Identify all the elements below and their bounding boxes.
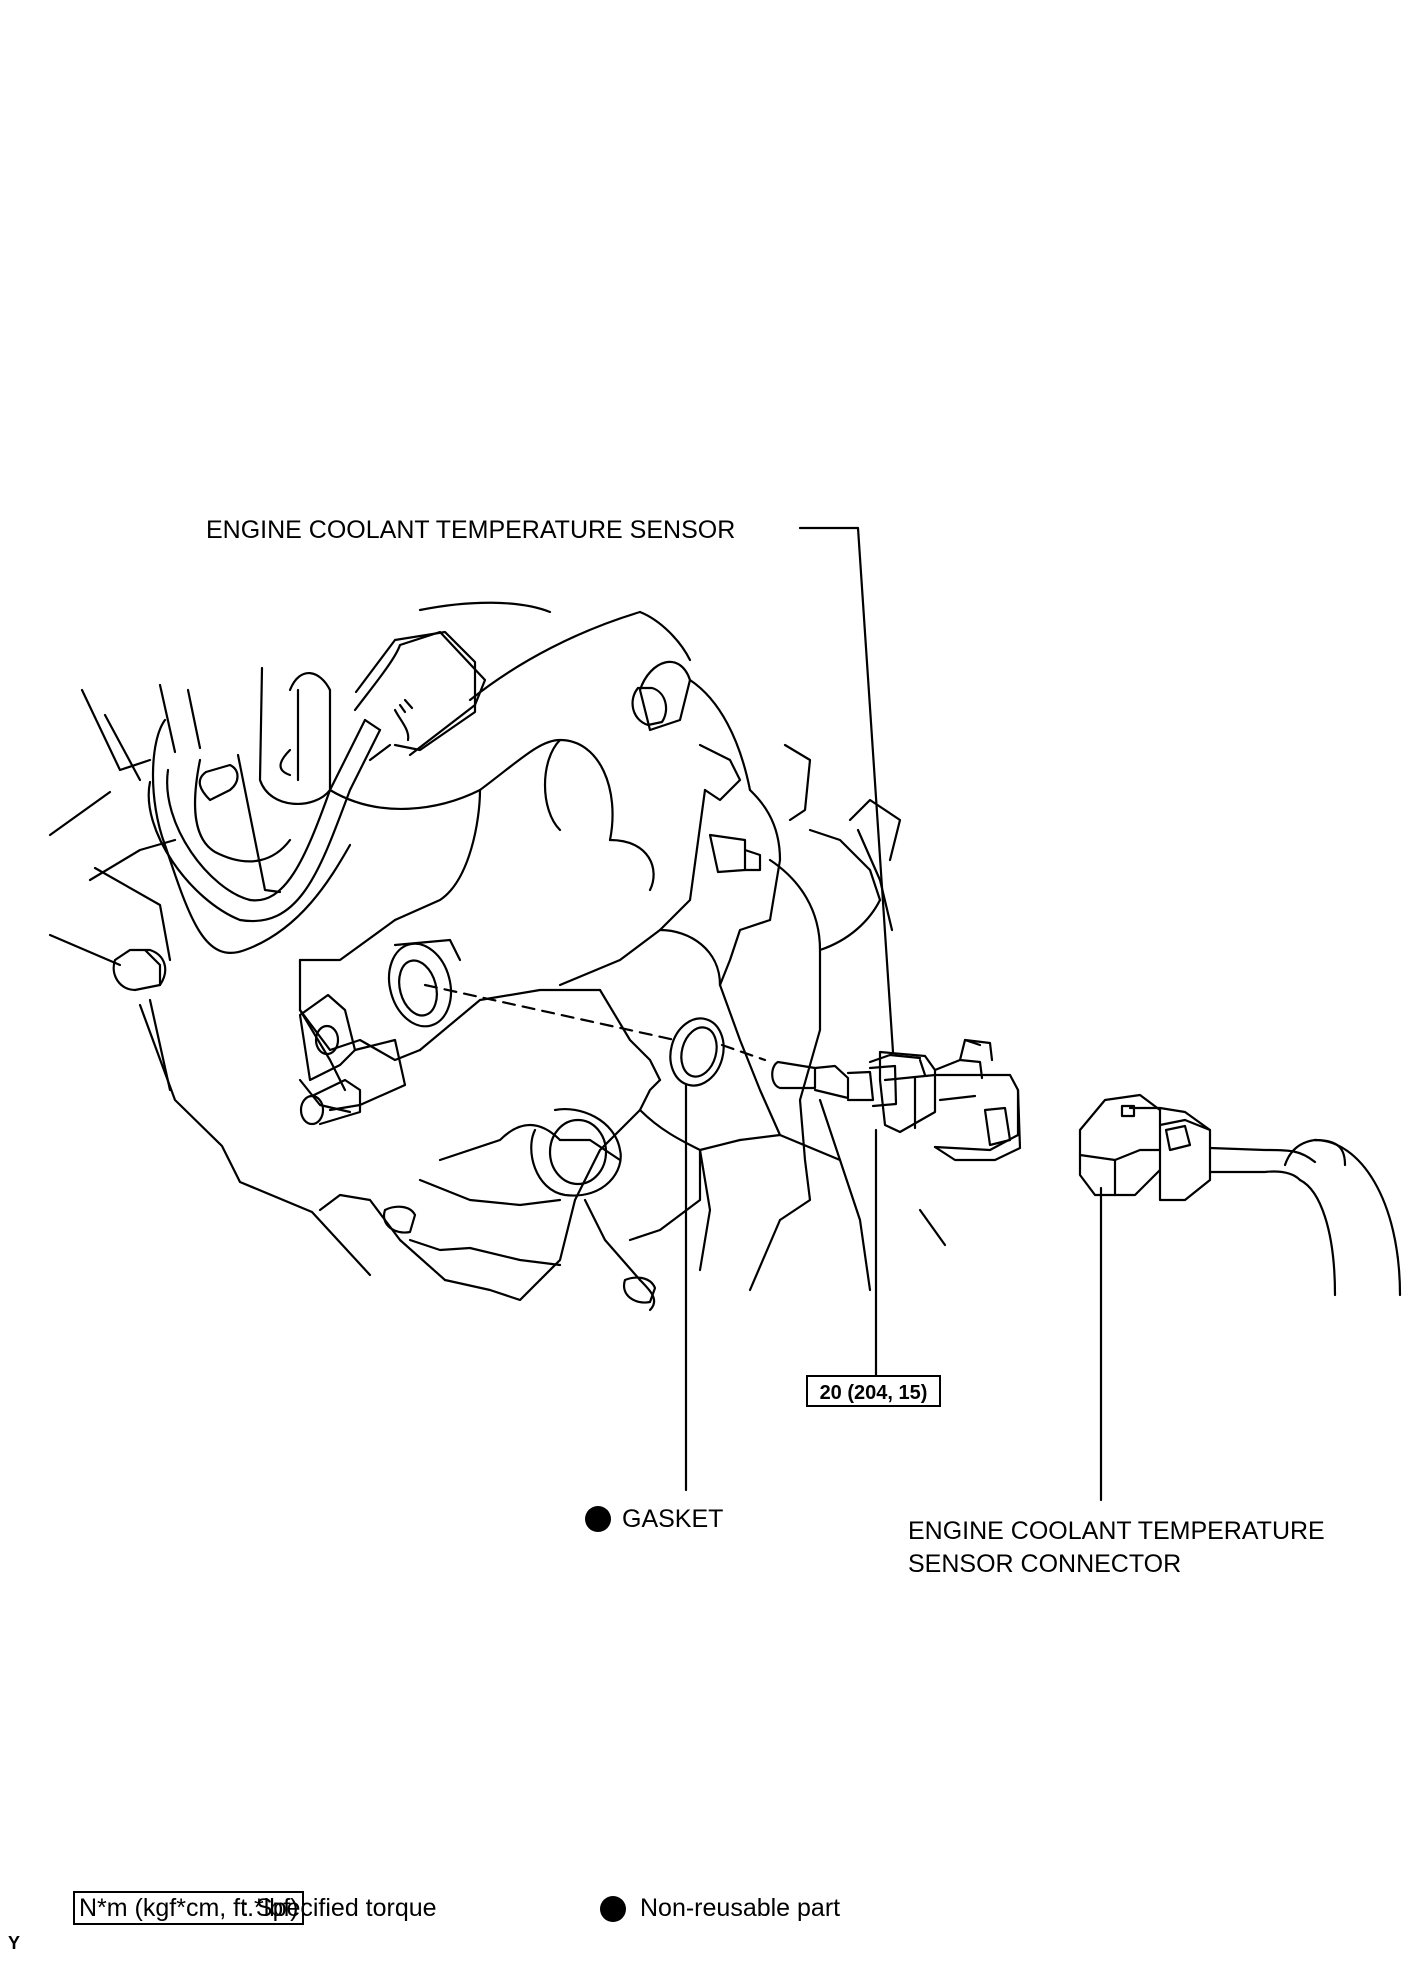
alignment-line-2 <box>720 1043 767 1062</box>
legend-non-reusable-marker <box>600 1896 626 1922</box>
connector-label: ENGINE COOLANT TEMPERATURE SENSOR CONNEC… <box>908 1515 1325 1581</box>
connector-label-line1: ENGINE COOLANT TEMPERATURE <box>908 1517 1325 1545</box>
alignment-line <box>423 983 677 1042</box>
gasket-label: GASKET <box>622 1505 724 1533</box>
torque-value-box: 20 (204, 15) <box>806 1375 941 1407</box>
corner-mark: Y <box>8 1933 21 1953</box>
temperature-sensor <box>771 1038 1022 1162</box>
sensor-connector <box>1078 1093 1402 1297</box>
sensor-leader-line <box>798 526 895 1054</box>
mounting-bracket <box>298 993 407 1126</box>
gasket-part <box>669 1017 725 1087</box>
legend-torque-desc: : Specified torque <box>242 1894 437 1922</box>
sensor-port <box>387 938 622 1197</box>
legend-non-reusable-desc: Non-reusable part <box>640 1894 841 1922</box>
connector-label-line2: SENSOR CONNECTOR <box>908 1550 1182 1578</box>
sensor-label: ENGINE COOLANT TEMPERATURE SENSOR <box>206 516 736 544</box>
vacuum-hose <box>147 630 477 923</box>
engine-block <box>48 601 947 1312</box>
bolts <box>112 686 762 1304</box>
legend-torque-key: N*m (kgf*cm, ft.*lbf) <box>73 1891 305 1925</box>
non-reusable-marker <box>585 1506 611 1532</box>
